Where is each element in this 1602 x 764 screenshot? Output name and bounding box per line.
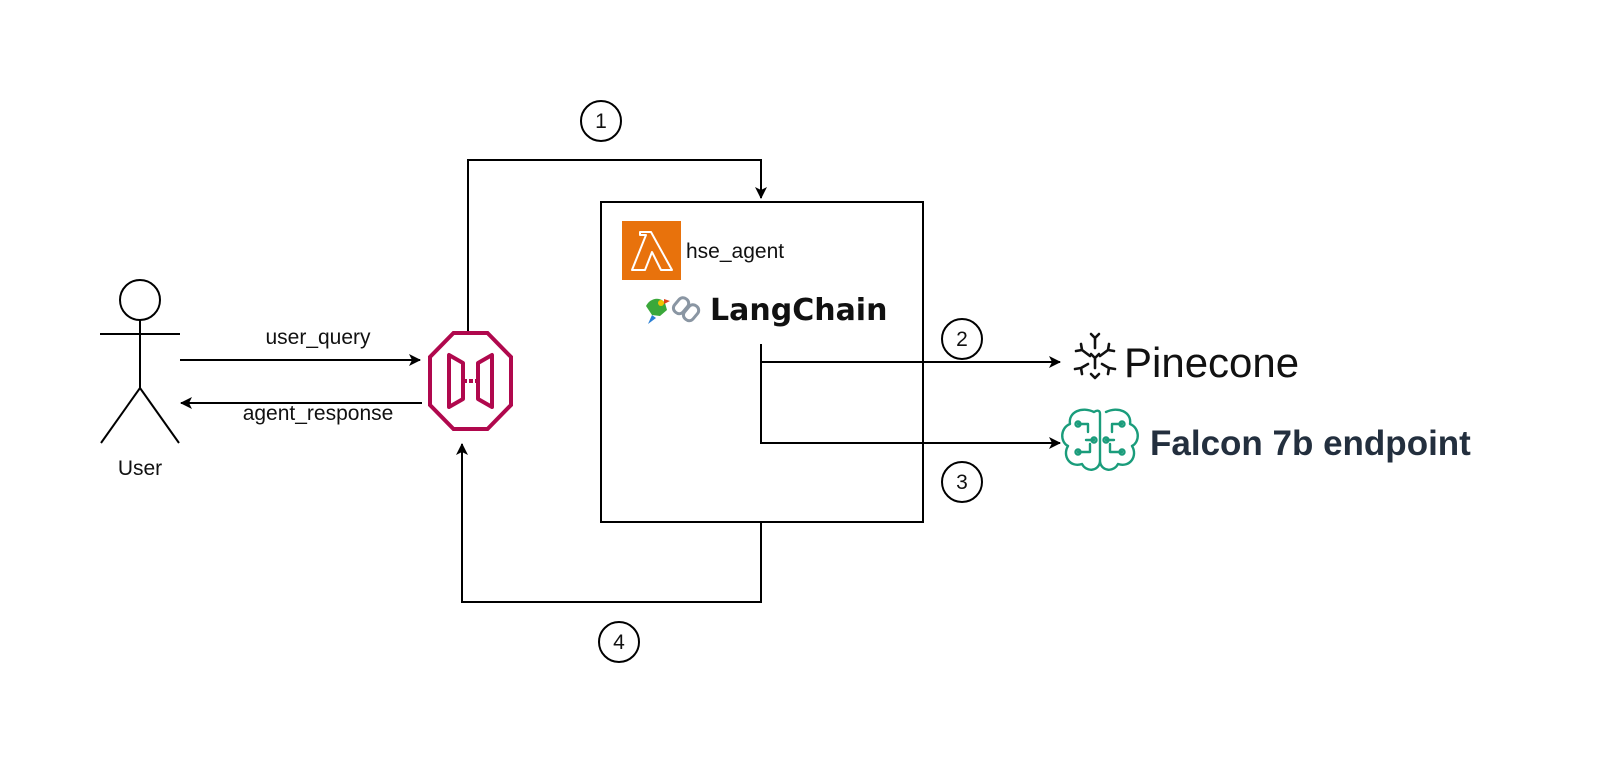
- step-4-arrow: [456, 443, 762, 603]
- user-query-label: user_query: [265, 326, 371, 349]
- step-2-badge: [941, 318, 983, 360]
- api-gateway-icon: [428, 331, 513, 431]
- step-3-number: 3: [956, 471, 968, 494]
- step-3-arrow: [760, 360, 1061, 449]
- langchain-label: LangChain: [710, 293, 887, 328]
- agent-response-label: agent_response: [243, 402, 394, 425]
- step-4-number: 4: [613, 631, 625, 654]
- parrot-emoji-icon: [646, 298, 670, 324]
- step-1-number: 1: [595, 110, 607, 133]
- falcon-endpoint-label: Falcon 7b endpoint: [1150, 424, 1471, 463]
- sagemaker-brain-icon: [1061, 408, 1139, 471]
- pinecone-label: Pinecone: [1124, 339, 1299, 386]
- step-2-number: 2: [956, 328, 968, 351]
- step-3-badge: [941, 461, 983, 503]
- step-2-arrow: [760, 344, 1061, 368]
- step-1-badge: [580, 100, 622, 142]
- link-emoji-icon: [671, 296, 701, 323]
- step-4-badge: [598, 621, 640, 663]
- step-1-arrow: [467, 159, 767, 331]
- agent-name: hse_agent: [686, 240, 784, 263]
- pinecone-icon: [1073, 332, 1117, 380]
- user-label: User: [118, 457, 162, 480]
- lambda-icon: [622, 221, 681, 280]
- user-stick-figure-icon: [100, 279, 180, 444]
